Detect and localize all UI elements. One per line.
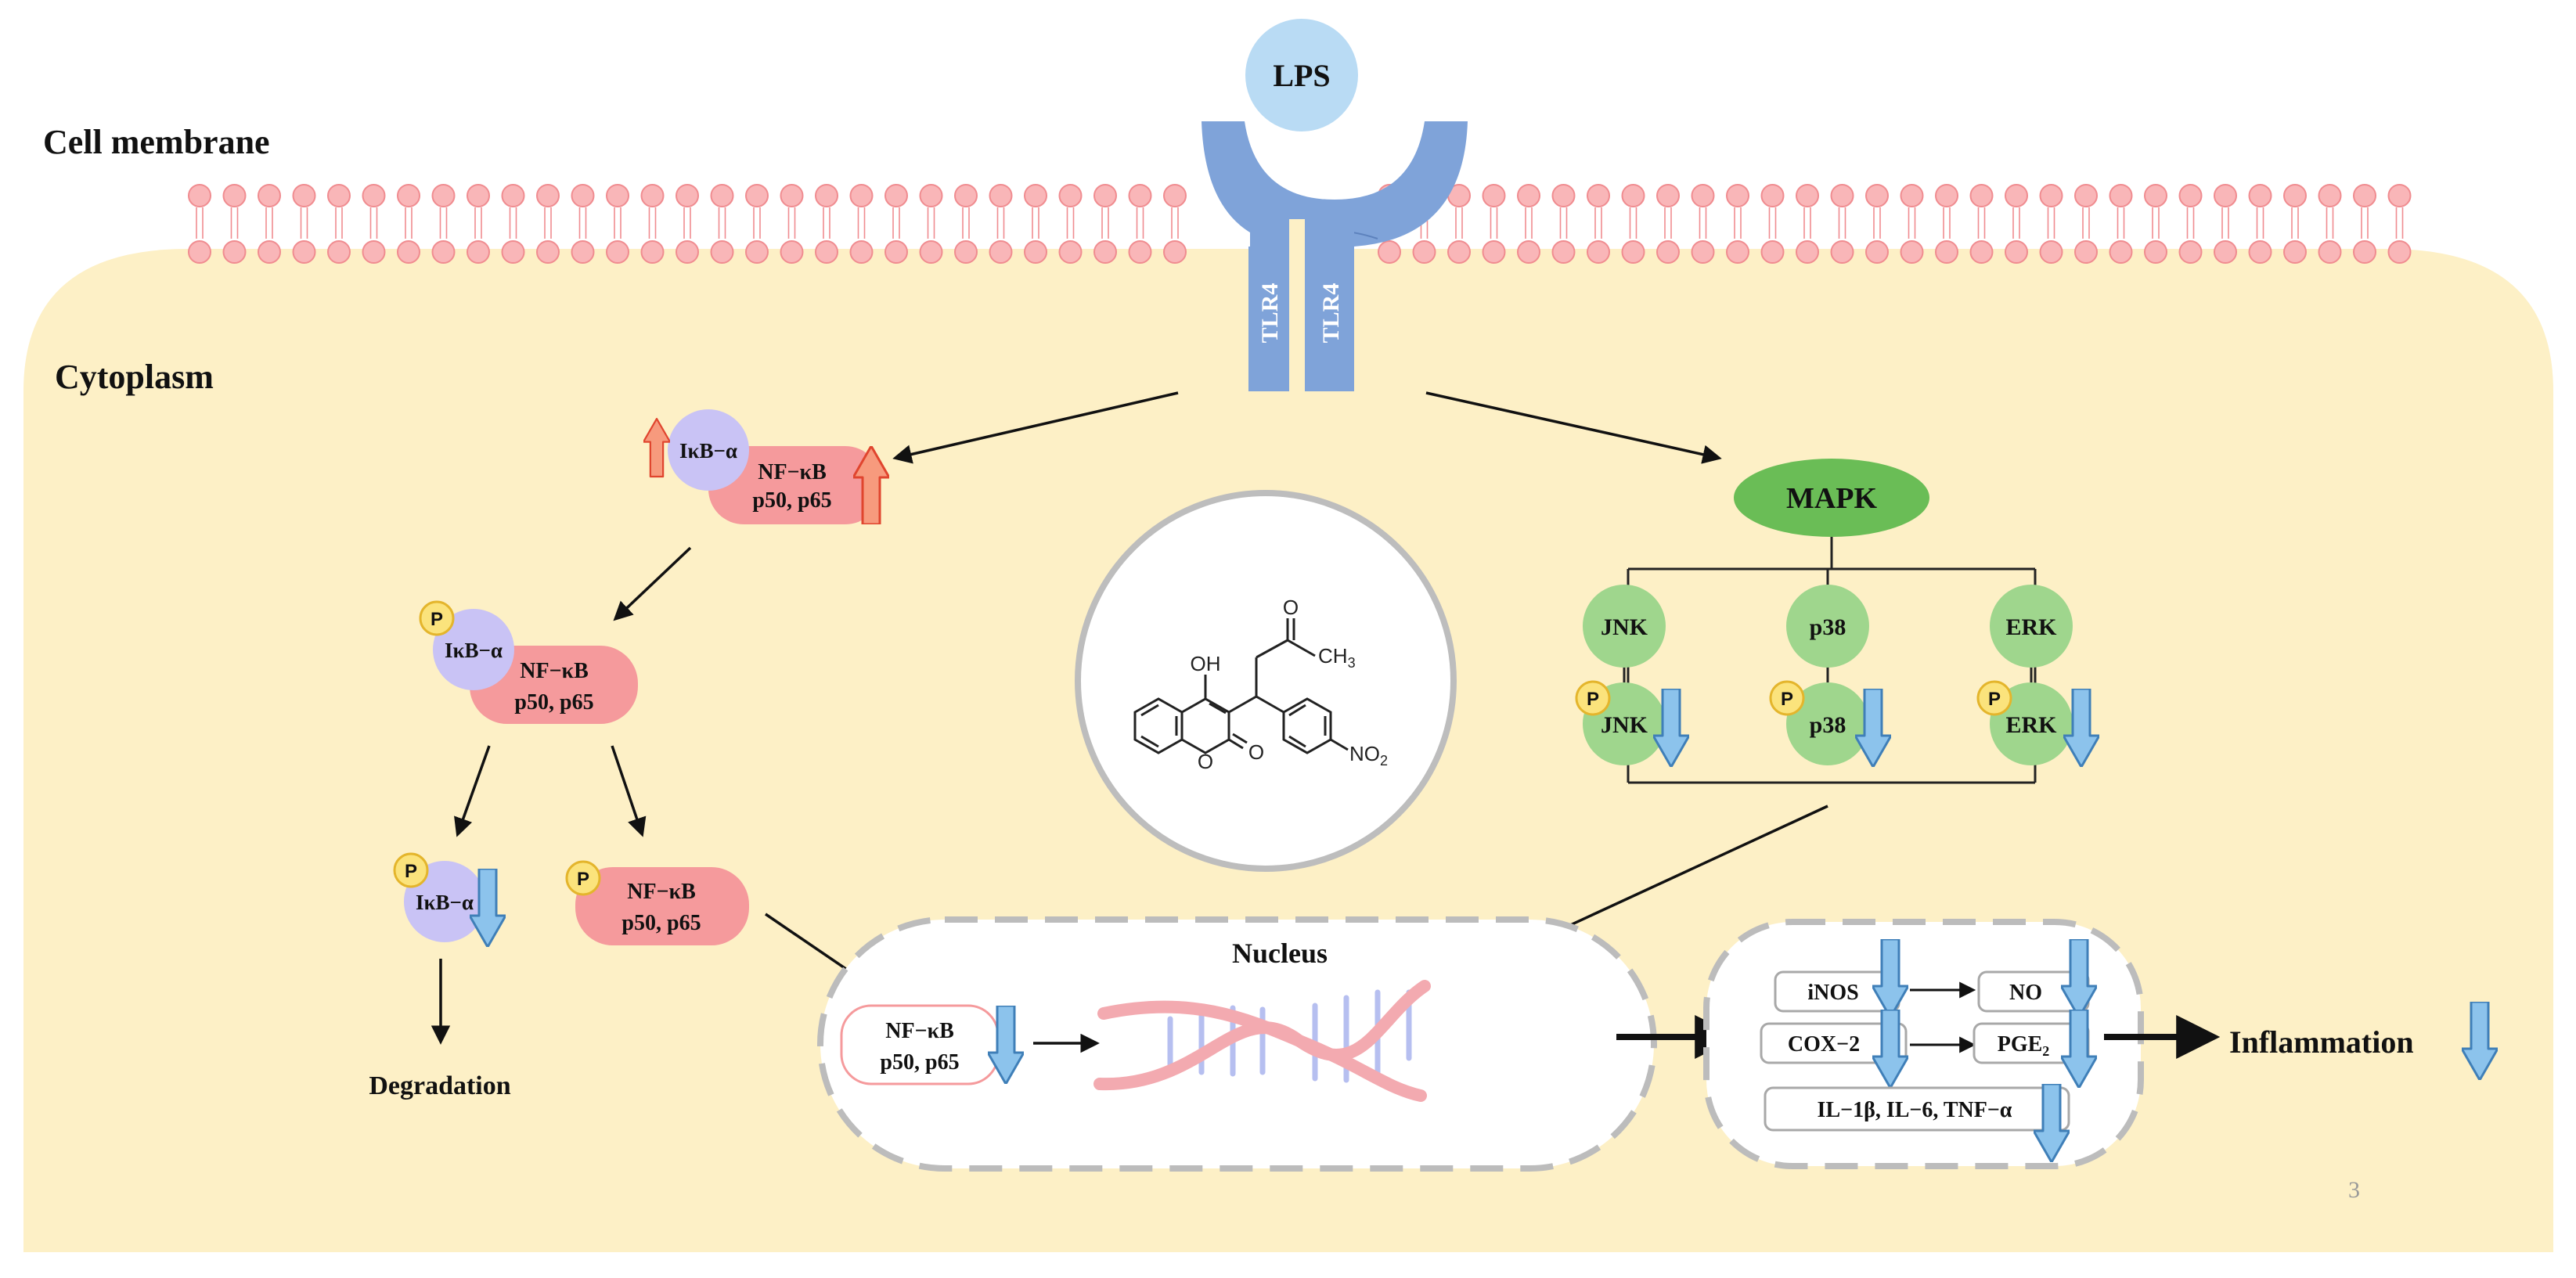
svg-text:JNK: JNK [1601, 712, 1648, 738]
phospho-nfkb: NF−κB p50, p65 P [565, 860, 749, 945]
arrow-tlr4-to-mapk [1425, 391, 1722, 464]
mediator-cox2: COX−2 [1760, 1010, 1908, 1088]
svg-text:P: P [431, 609, 443, 630]
compound-structure: OH O CH3 O O NO2 [1075, 490, 1457, 872]
phospho-badge-icon [1976, 680, 2012, 716]
phospho-badge-icon [393, 852, 429, 888]
nucleus [817, 916, 1657, 1172]
degradation-label: Degradation [369, 1071, 510, 1100]
svg-text:p38: p38 [1810, 712, 1846, 738]
svg-text:NO: NO [2009, 981, 2042, 1005]
cell-membrane-bilayer [188, 184, 2412, 264]
nfkb-subunits-label: p50, p65 [880, 1050, 959, 1075]
svg-text:P: P [1988, 689, 2001, 710]
phospho-badge-icon [1575, 680, 1611, 716]
compound-carbonyl-o-label: O [1248, 740, 1264, 764]
svg-text:iNOS: iNOS [1807, 981, 1858, 1005]
nfkb-label: NF−κB [758, 460, 827, 484]
compound-no2-label: NO2 [1349, 742, 1388, 769]
nfkb-label: NF−κB [627, 880, 696, 904]
nfkb-subunits-label: p50, p65 [621, 911, 701, 935]
ikb-label: IκB−α [416, 891, 474, 914]
svg-text:P: P [1781, 689, 1793, 710]
arrow-to-free-nfkb [611, 745, 647, 837]
page-number: 3 [2348, 1177, 2360, 1203]
svg-text:IL−1β, IL−6, TNF−α: IL−1β, IL−6, TNF−α [1818, 1098, 2012, 1122]
kinase-erk: ERK ERK P [1976, 585, 2099, 767]
mapk-node [1734, 459, 1929, 537]
arrow-to-ikb-degradation [454, 745, 491, 837]
nfkb-label: NF−κB [885, 1019, 954, 1043]
mapk-label: MAPK [1786, 482, 1878, 515]
nuclear-nfkb: NF−κB p50, p65 [840, 1004, 1024, 1085]
phospho-ikb-alone: IκB−α P [393, 852, 506, 947]
lps-label: LPS [1273, 58, 1330, 93]
compound-ketone-o-label: O [1283, 596, 1299, 619]
nfkb-subunits-label: p50, p65 [752, 488, 831, 513]
kinase-jnk: JNK JNK P [1575, 585, 1689, 767]
svg-text:JNK: JNK [1601, 614, 1648, 640]
phospho-badge-icon [1769, 680, 1805, 716]
tlr4-receptor: TLR4 TLR4 [1202, 121, 1468, 391]
svg-text:P: P [577, 869, 589, 890]
inflammation-label: Inflammation [2229, 1024, 2414, 1060]
compound-ch3-label: CH3 [1318, 644, 1356, 671]
ikb-nfkb-complex: IκB−α NF−κB p50, p65 [643, 409, 889, 524]
svg-text:ERK: ERK [2005, 614, 2057, 640]
phospho-ikb-nfkb-complex: IκB−α NF−κB p50, p65 P [419, 600, 638, 724]
nfkb-label: NF−κB [520, 659, 589, 683]
svg-text:p38: p38 [1810, 614, 1846, 640]
arrow-to-phospho-complex [613, 546, 692, 621]
svg-text:P: P [1587, 689, 1599, 710]
svg-text:COX−2: COX−2 [1788, 1032, 1860, 1057]
mediator-no: NO [1977, 939, 2097, 1017]
phospho-badge-icon [565, 860, 601, 896]
svg-text:PGE2: PGE2 [1998, 1032, 2050, 1059]
svg-text:P: P [405, 861, 417, 882]
cell-membrane-label: Cell membrane [43, 123, 270, 161]
cytoplasm-label: Cytoplasm [55, 358, 214, 396]
mediator-cytokines: IL−1β, IL−6, TNF−α [1764, 1084, 2070, 1162]
dna-helix-icon [1093, 980, 1431, 1102]
arrow-tlr4-to-nfkb [892, 391, 1179, 464]
phospho-badge-icon [419, 600, 455, 636]
nucleus-label: Nucleus [1232, 938, 1328, 969]
ikb-phospho-label: IκB−α [445, 639, 503, 662]
compound-oh-label: OH [1191, 652, 1221, 675]
ikb-label: IκB−α [679, 439, 737, 463]
mediator-pge2: PGE2 [1973, 1010, 2097, 1088]
mediator-inos: iNOS [1774, 939, 1908, 1017]
nfkb-subunits-label: p50, p65 [514, 690, 593, 715]
tlr4-label-left: TLR4 [1257, 283, 1283, 344]
kinase-p38: p38 p38 P [1769, 585, 1891, 767]
svg-text:ERK: ERK [2005, 712, 2057, 738]
tlr4-label-right: TLR4 [1318, 283, 1344, 344]
compound-ring-o-label: O [1198, 750, 1213, 773]
lps-molecule [1245, 19, 1358, 131]
